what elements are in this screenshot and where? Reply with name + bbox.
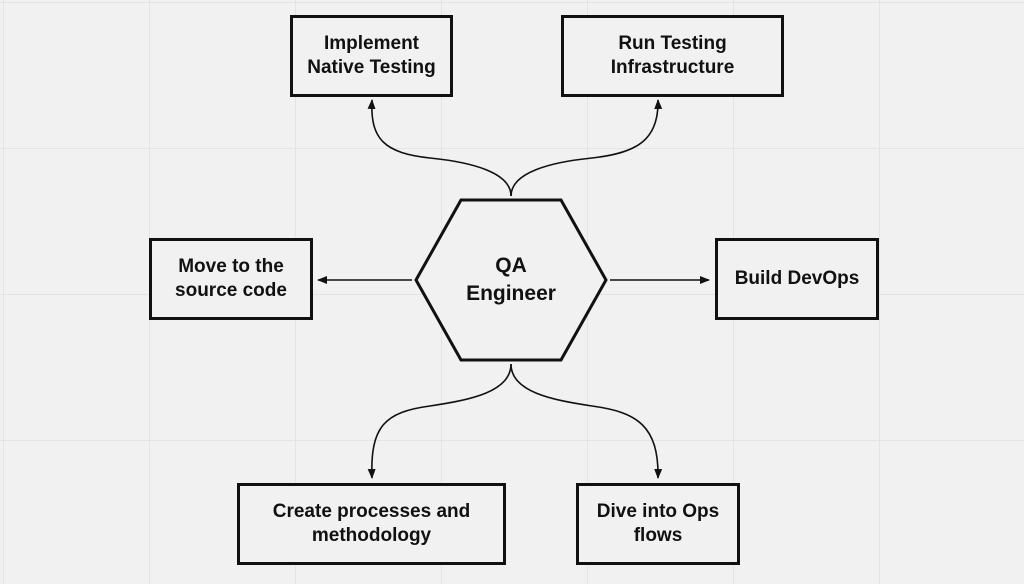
edge-to-run-testing-infrastructure <box>510 99 663 197</box>
node-implement-native-testing: Implement Native Testing <box>290 15 453 97</box>
node-build-devops: Build DevOps <box>715 238 879 320</box>
edge-to-implement-native-testing <box>367 99 512 197</box>
center-label: QA Engineer <box>466 254 556 305</box>
node-label: Implement Native Testing <box>307 33 436 78</box>
edge-to-dive-into-ops <box>510 363 663 479</box>
node-move-to-source-code: Move to the source code <box>149 238 313 320</box>
node-run-testing-infrastructure: Run Testing Infrastructure <box>561 15 784 97</box>
node-label: Move to the source code <box>175 256 287 301</box>
node-label: Build DevOps <box>734 268 860 289</box>
node-label: Run Testing Infrastructure <box>610 33 735 78</box>
node-dive-into-ops: Dive into Ops flows <box>576 483 740 565</box>
center-hexagon <box>414 198 608 362</box>
node-label: Create processes and methodology <box>272 501 471 546</box>
edge-to-create-processes <box>367 363 512 479</box>
node-create-processes: Create processes and methodology <box>237 483 506 565</box>
node-label: Dive into Ops flows <box>596 501 720 546</box>
